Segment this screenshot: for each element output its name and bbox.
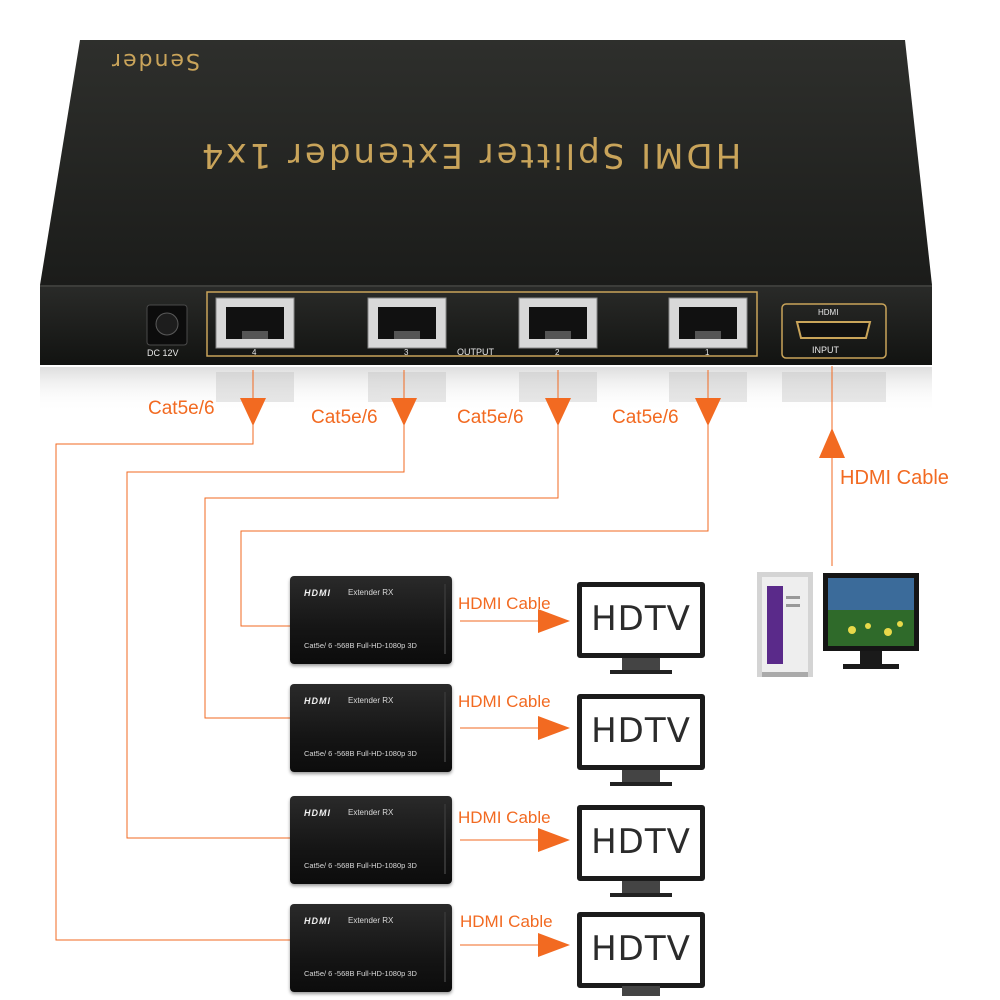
receiver-logo: HDMI — [304, 916, 331, 926]
hdtv-label: HDTV — [591, 929, 691, 969]
receiver-spec: Cat5e/ 6 -568B Full-HD-1080p 3D — [304, 861, 417, 870]
hdtv-3: HDTV — [577, 805, 705, 881]
port-label-2: 2 — [555, 348, 560, 357]
rj45-port-2 — [518, 297, 598, 349]
input-port-label: INPUT — [812, 345, 839, 355]
hdtv-label: HDTV — [591, 711, 691, 751]
dc-label: DC 12V — [147, 348, 179, 358]
output-label: OUTPUT — [457, 347, 494, 357]
cat-label-2: Cat5e/6 — [457, 407, 524, 428]
hdmi-cable-label-2: HDMI Cable — [458, 692, 551, 711]
hdtv-2: HDTV — [577, 694, 705, 770]
receiver-logo: HDMI — [304, 588, 331, 598]
cat-arrow-1 — [695, 398, 721, 426]
receiver-1: HDMI Extender RX Cat5e/ 6 -568B Full-HD-… — [290, 576, 452, 664]
rj45-port-4 — [215, 297, 295, 349]
port-label-4: 4 — [252, 348, 257, 357]
hdtv-label: HDTV — [591, 822, 691, 862]
cat-label-4: Cat5e/6 — [148, 398, 215, 419]
hdmi-cable-label-1: HDMI Cable — [458, 594, 551, 613]
rj45-port-1 — [668, 297, 748, 349]
receiver-type: Extender RX — [348, 696, 394, 705]
cat-label-3: Cat5e/6 — [311, 407, 378, 428]
device-title: HDMI Splitter Extender 1x4 — [198, 135, 742, 175]
cat-arrows — [240, 398, 845, 458]
hdmi-input-frame — [781, 303, 887, 359]
port-label-3: 3 — [404, 348, 409, 357]
pc-monitor — [823, 573, 919, 669]
receiver-logo: HDMI — [304, 696, 331, 706]
sender-label: Sender — [110, 48, 200, 73]
device-top-face — [40, 40, 932, 285]
hdmi-cable-label-4: HDMI Cable — [460, 912, 553, 931]
cat-arrow-4 — [240, 398, 266, 426]
cat-label-1: Cat5e/6 — [612, 407, 679, 428]
port-label-1: 1 — [705, 348, 710, 357]
device-front-face — [40, 285, 932, 365]
receiver-type: Extender RX — [348, 588, 394, 597]
hdmi-input-port — [795, 321, 872, 339]
hdmi-port-label: HDMI — [818, 308, 839, 317]
cat-cable-2 — [204, 370, 559, 719]
output-frame — [206, 291, 758, 357]
cat-cable-3 — [126, 370, 405, 839]
cat-arrow-3 — [391, 398, 417, 426]
receiver-logo: HDMI — [304, 808, 331, 818]
hdmi-input-arrow — [819, 428, 845, 458]
rj45-port-3 — [367, 297, 447, 349]
hdmi-tv-arrows — [460, 609, 570, 957]
cat-arrow-2 — [545, 398, 571, 426]
receiver-spec: Cat5e/ 6 -568B Full-HD-1080p 3D — [304, 749, 417, 758]
receiver-type: Extender RX — [348, 808, 394, 817]
pc-tower — [757, 572, 813, 677]
receiver-4: HDMI Extender RX Cat5e/ 6 -568B Full-HD-… — [290, 904, 452, 992]
receiver-3: HDMI Extender RX Cat5e/ 6 -568B Full-HD-… — [290, 796, 452, 884]
device-reflection — [40, 367, 932, 412]
receiver-spec: Cat5e/ 6 -568B Full-HD-1080p 3D — [304, 969, 417, 978]
receiver-type: Extender RX — [348, 916, 394, 925]
hdtv-1: HDTV — [577, 582, 705, 658]
receiver-2: HDMI Extender RX Cat5e/ 6 -568B Full-HD-… — [290, 684, 452, 772]
hdmi-input-cable-label: HDMI Cable — [840, 467, 949, 489]
hdtv-4: HDTV — [577, 912, 705, 988]
receiver-spec: Cat5e/ 6 -568B Full-HD-1080p 3D — [304, 641, 417, 650]
cat-cable-1 — [240, 370, 709, 627]
hdmi-cable-label-3: HDMI Cable — [458, 808, 551, 827]
cat-cable-4 — [55, 370, 290, 941]
hdtv-label: HDTV — [591, 599, 691, 639]
